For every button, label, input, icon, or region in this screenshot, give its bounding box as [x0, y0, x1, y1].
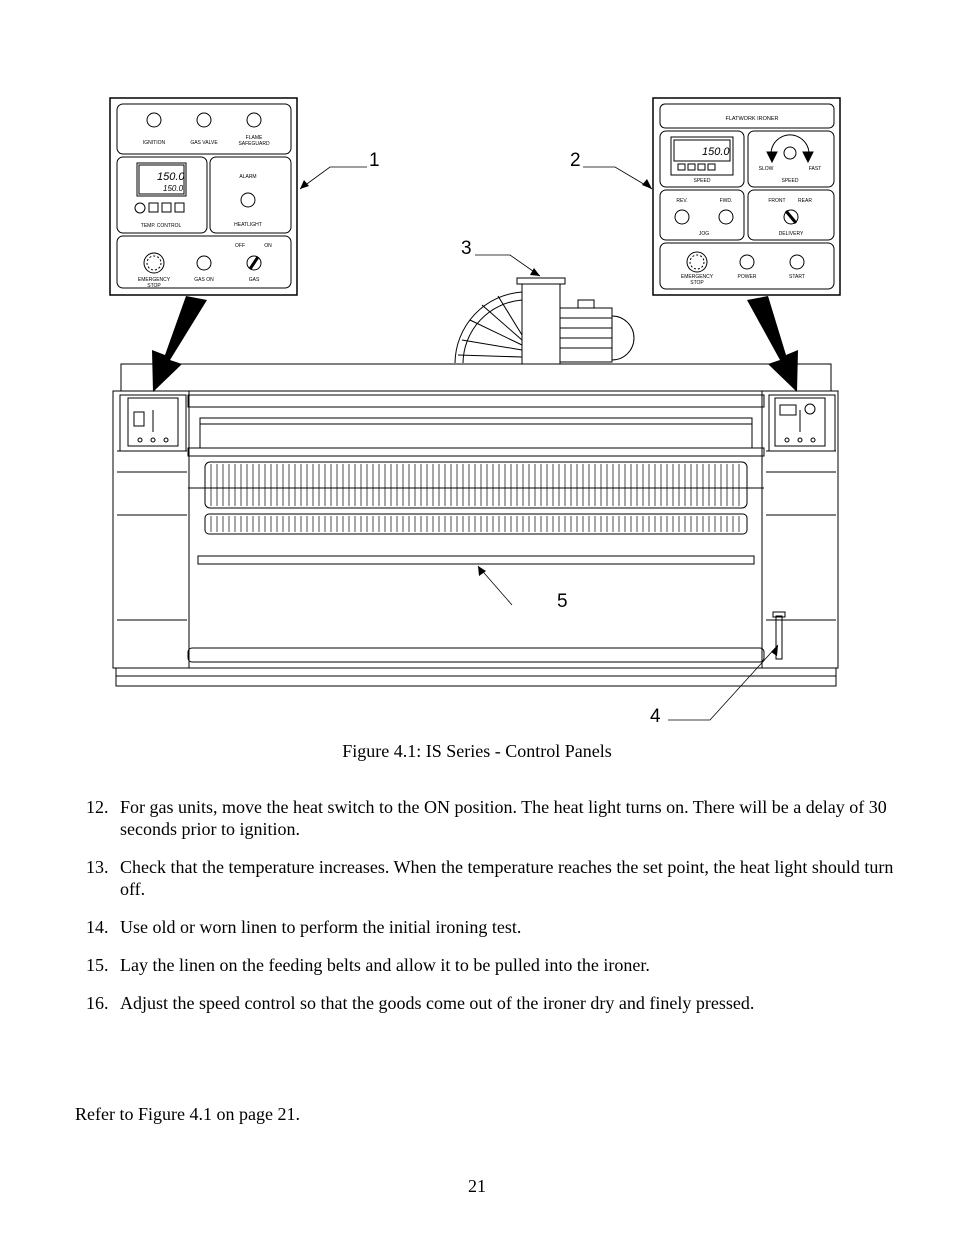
callout-1: 1: [369, 150, 380, 171]
label-emergency-right: EMERGENCY: [681, 274, 714, 280]
temp-control-knob-icon: [134, 202, 146, 214]
label-stop-left: STOP: [147, 283, 161, 289]
fwd-button[interactable]: [718, 209, 734, 225]
label-start: START: [789, 274, 805, 280]
callout-leaders: [299, 166, 779, 721]
temp-display-bottom: 150.0: [163, 184, 184, 193]
roll-ribs: [210, 464, 740, 532]
label-speed-right: SPEED: [782, 178, 799, 184]
feed-bar: [197, 555, 755, 565]
figure-reference: Refer to Figure 4.1 on page 21.: [75, 1104, 300, 1124]
figure-caption: Figure 4.1: IS Series - Control Panels: [342, 741, 612, 761]
label-safeguard: SAFEGUARD: [238, 141, 270, 147]
label-front: FRONT: [768, 198, 785, 204]
delivery-switch-knob[interactable]: [783, 209, 799, 225]
label-temp-control: TEMP. CONTROL: [141, 223, 182, 229]
label-alarm: ALARM: [239, 174, 256, 180]
alarm-light-icon: [240, 192, 256, 208]
temp-control-display: [136, 162, 187, 197]
temp-display-top: 150.0: [157, 171, 185, 183]
callout-2: 2: [570, 150, 581, 171]
callout-5: 5: [557, 591, 568, 612]
power-light-icon: [739, 254, 755, 270]
label-gas-on: GAS ON: [194, 277, 214, 283]
ignition-light-icon: [146, 112, 162, 128]
flame-safeguard-light-icon: [246, 112, 262, 128]
ironer-machine: [112, 363, 839, 687]
label-stop-right: STOP: [690, 280, 704, 286]
list-item: 15.Lay the linen on the feeding belts an…: [86, 955, 650, 975]
left-pointer-arrow: [152, 296, 207, 392]
control-panels-figure: 1 2 3 4 5 IGNITION GAS VALVE FLAME SAFEG…: [109, 97, 841, 727]
speed-knob[interactable]: [783, 146, 797, 160]
callout-4: 4: [650, 706, 661, 727]
roll-upper: [204, 461, 748, 509]
label-emergency-left: EMERGENCY: [138, 277, 171, 283]
rev-button[interactable]: [674, 209, 690, 225]
instruction-steps: 12.For gas units, move the heat switch t…: [80, 796, 900, 1030]
speed-display-value: 150.0: [702, 146, 730, 158]
list-item: 13.Check that the temperature increases.…: [86, 857, 894, 899]
label-speed-left: SPEED: [694, 178, 711, 184]
delivery-bar: [187, 647, 765, 663]
blower-unit: [454, 277, 635, 365]
label-power: POWER: [738, 274, 757, 280]
label-flame: FLAME: [246, 135, 263, 141]
list-item: 16.Adjust the speed control so that the …: [86, 993, 755, 1013]
left-control-panel: [109, 97, 298, 296]
emergency-stop-button-left[interactable]: [143, 252, 165, 274]
gas-switch-knob[interactable]: [246, 255, 262, 271]
label-fast: FAST: [809, 166, 822, 172]
label-delivery: DELIVERY: [779, 231, 804, 237]
right-pointer-arrow: [747, 296, 798, 392]
label-jog: JOG: [699, 231, 709, 237]
label-gas-valve: GAS VALVE: [190, 140, 218, 146]
label-rear: REAR: [798, 198, 812, 204]
right-control-panel: [652, 97, 841, 296]
label-flatwork-ironer: FLATWORK IRONER: [725, 116, 778, 122]
label-fwd: FWD.: [720, 198, 733, 204]
roll-lower: [204, 513, 748, 535]
list-item: 12.For gas units, move the heat switch t…: [86, 797, 887, 839]
page-number: 21: [468, 1176, 486, 1196]
label-gas: GAS: [249, 277, 260, 283]
gas-valve-light-icon: [196, 112, 212, 128]
speed-dial-arrow-icon: [770, 134, 810, 161]
gas-on-light-icon: [196, 255, 212, 271]
label-slow: SLOW: [759, 166, 774, 172]
speed-display: [670, 136, 734, 176]
label-on: ON: [264, 243, 272, 249]
start-button[interactable]: [789, 254, 805, 270]
list-item: 14.Use old or worn linen to perform the …: [86, 917, 522, 937]
label-off: OFF: [235, 243, 245, 249]
label-heatlight: HEATLIGHT: [234, 222, 262, 228]
callout-3: 3: [461, 238, 472, 259]
label-ignition: IGNITION: [143, 140, 166, 146]
emergency-stop-button-right[interactable]: [686, 251, 708, 273]
label-rev: REV.: [676, 198, 687, 204]
